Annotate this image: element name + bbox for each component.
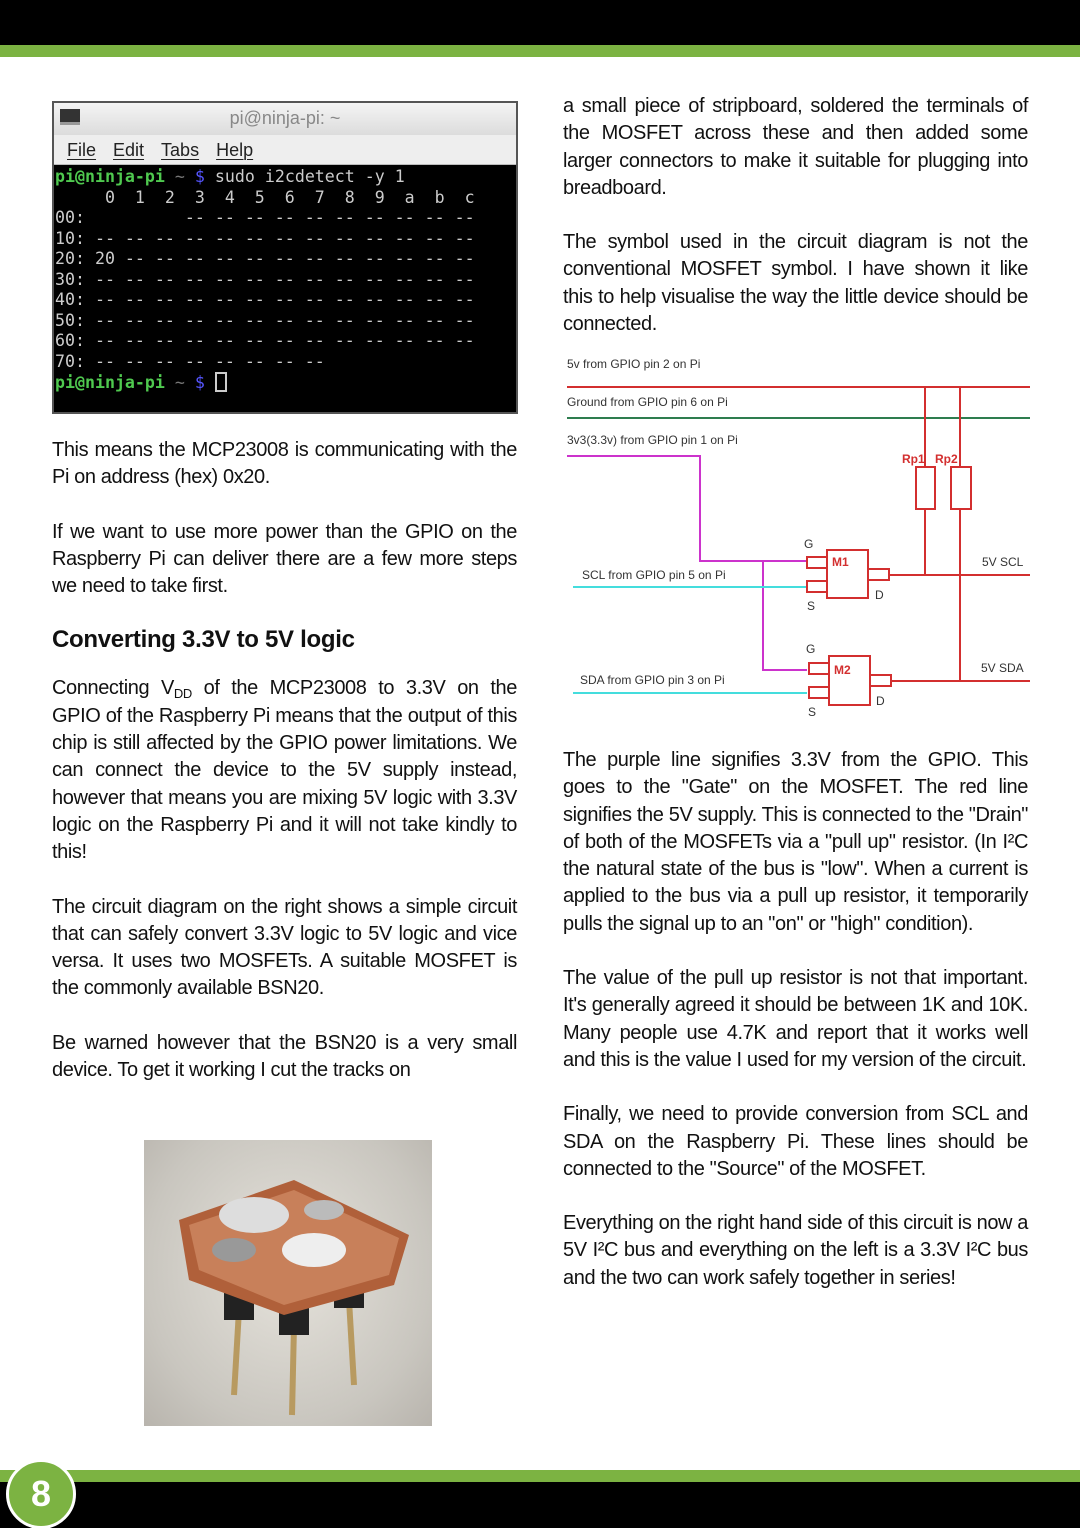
wire-3v3 xyxy=(567,455,807,562)
m1-gate-pin xyxy=(806,556,828,569)
label-m2-drain: D xyxy=(876,694,885,708)
output-line: 0 1 2 3 4 5 6 7 8 9 a b c xyxy=(55,187,475,207)
paragraph: a small piece of stripboard, soldered th… xyxy=(563,95,1028,199)
paragraph: The value of the pull up resistor is not… xyxy=(563,967,1028,1071)
resistor-rp1 xyxy=(915,466,936,510)
label-3v3: 3v3(3.3v) from GPIO pin 1 on Pi xyxy=(567,433,738,447)
label-m2-gate: G xyxy=(806,642,815,656)
terminal-icon xyxy=(60,109,80,125)
mosfet-m2 xyxy=(828,655,871,706)
prompt-symbol: $ xyxy=(194,373,205,392)
level-shifter-circuit-diagram: 5v from GPIO pin 2 on Pi Ground from GPI… xyxy=(567,357,1030,719)
terminal-output: pi@ninja-pi ~ $ sudo i2cdetect -y 1 0 1 … xyxy=(54,165,516,394)
label-ground: Ground from GPIO pin 6 on Pi xyxy=(567,395,728,409)
bottom-green-stripe xyxy=(0,1470,1080,1482)
paragraph: This means the MCP23008 is communicating… xyxy=(52,439,517,489)
terminal-command: sudo i2cdetect -y 1 xyxy=(214,167,405,186)
label-sda: SDA from GPIO pin 3 on Pi xyxy=(580,673,725,687)
menu-file: File xyxy=(67,140,97,160)
m1-drain-pin xyxy=(867,568,890,581)
prompt-user: pi@ninja-pi xyxy=(55,373,165,392)
terminal-title: pi@ninja-pi: ~ xyxy=(229,108,341,128)
label-rp1: Rp1 xyxy=(902,452,925,466)
label-m1-source: S xyxy=(807,599,815,613)
m2-gate-pin xyxy=(808,662,830,675)
paragraph: The purple line signifies 3.3V from the … xyxy=(563,749,1028,935)
output-line: 70: -- -- -- -- -- -- -- -- xyxy=(55,351,325,371)
menu-tabs: Tabs xyxy=(161,140,200,160)
text: of the MCP23008 to 3.3V on the GPIO of t… xyxy=(52,677,517,864)
label-m2: M2 xyxy=(834,663,851,677)
prompt-symbol: $ xyxy=(194,167,205,186)
top-green-stripe xyxy=(0,45,1080,57)
output-line: 10: -- -- -- -- -- -- -- -- -- -- -- -- … xyxy=(55,228,475,248)
subscript: DD xyxy=(173,686,192,702)
bottom-black-bar xyxy=(0,1482,1080,1528)
output-line: 40: -- -- -- -- -- -- -- -- -- -- -- -- … xyxy=(55,290,475,309)
paragraph: The circuit diagram on the right shows a… xyxy=(52,895,517,1000)
label-scl: SCL from GPIO pin 5 on Pi xyxy=(582,568,726,582)
m1-source-pin xyxy=(806,580,828,593)
text: Connecting V xyxy=(52,677,174,700)
paragraph: Finally, we need to provide conversion f… xyxy=(563,1103,1028,1180)
prompt-user: pi@ninja-pi xyxy=(55,167,165,186)
top-black-bar xyxy=(0,0,1080,45)
output-line: 20: 20 -- -- -- -- -- -- -- -- -- -- -- … xyxy=(55,249,475,268)
paragraph: Everything on the right hand side of thi… xyxy=(563,1212,1028,1289)
prompt-path: ~ xyxy=(174,167,185,186)
prompt-path: ~ xyxy=(174,373,185,392)
cursor xyxy=(214,372,227,392)
label-m2-source: S xyxy=(808,705,816,719)
output-line: 30: -- -- -- -- -- -- -- -- -- -- -- -- … xyxy=(55,269,475,289)
mosfet-m1 xyxy=(826,549,869,599)
output-line: 00: -- -- -- -- -- -- -- -- -- -- xyxy=(55,208,475,227)
output-line: 60: -- -- -- -- -- -- -- -- -- -- -- -- … xyxy=(55,331,475,350)
paragraph: The symbol used in the circuit diagram i… xyxy=(563,231,1028,336)
right-column-top: a small piece of stripboard, soldered th… xyxy=(563,93,1028,365)
mosfet-stripboard-photo xyxy=(144,1140,432,1426)
terminal-titlebar: pi@ninja-pi: ~ xyxy=(54,103,516,135)
paragraph: Connecting VDD of the MCP23008 to 3.3V o… xyxy=(52,675,517,866)
label-5v: 5v from GPIO pin 2 on Pi xyxy=(567,357,700,371)
paragraph: If we want to use more power than the GP… xyxy=(52,520,517,598)
label-m1-gate: G xyxy=(804,537,813,551)
wire-3v3-m2 xyxy=(762,561,807,671)
terminal-screenshot: pi@ninja-pi: ~ File Edit Tabs Help pi@ninja… xyxy=(52,101,518,414)
output-line: 50: -- -- -- -- -- -- -- -- -- -- -- -- … xyxy=(55,310,475,330)
page-number: 8 xyxy=(6,1459,76,1529)
resistor-rp2 xyxy=(950,466,972,510)
paragraph: Be warned however that the BSN20 is a ve… xyxy=(52,1031,517,1082)
m2-drain-pin xyxy=(869,674,892,687)
label-m1-drain: D xyxy=(875,588,884,602)
left-column: This means the MCP23008 is communicating… xyxy=(52,437,517,1111)
section-heading: Converting 3.3V to 5V logic xyxy=(52,626,355,654)
right-column-bottom: The purple line signifies 3.3V from the … xyxy=(563,747,1028,1319)
label-5v-sda: 5V SDA xyxy=(981,661,1024,675)
menu-help: Help xyxy=(216,140,254,160)
label-5v-scl: 5V SCL xyxy=(982,555,1024,569)
terminal-menubar: File Edit Tabs Help xyxy=(54,135,516,165)
label-m1: M1 xyxy=(832,555,849,569)
m2-source-pin xyxy=(808,686,830,699)
label-rp2: Rp2 xyxy=(935,452,958,466)
menu-edit: Edit xyxy=(113,140,145,160)
